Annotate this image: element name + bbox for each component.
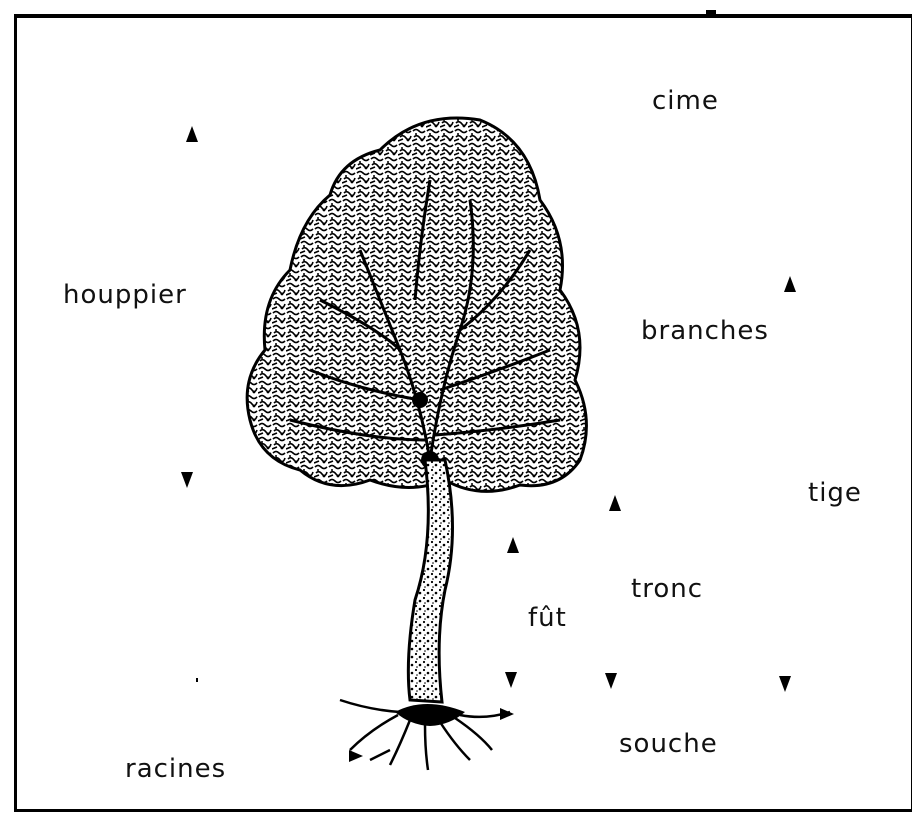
tronc-top-arrow-icon (609, 495, 621, 511)
label-houppier: houppier (63, 280, 187, 310)
tige-top-arrow-icon (784, 276, 796, 292)
label-racines: racines (125, 754, 226, 784)
tree-illustration (230, 100, 610, 780)
houppier-bottom-arrow-icon (181, 472, 193, 488)
fut-top-arrow-icon (507, 537, 519, 553)
tree-crown (247, 118, 586, 491)
label-branches: branches (641, 316, 769, 346)
label-souche: souche (619, 729, 718, 759)
tige-bottom-arrow-icon (779, 676, 791, 692)
tree-trunk (408, 460, 452, 702)
label-tronc: tronc (631, 574, 703, 604)
scan-speck (706, 10, 716, 16)
houppier-top-arrow-icon (186, 126, 198, 142)
frame-edge-gap (912, 0, 918, 816)
label-fut: fût (528, 603, 567, 633)
fut-bottom-arrow-icon (505, 672, 517, 688)
label-tige: tige (808, 478, 862, 508)
racines-arrow-icon (349, 750, 363, 762)
tree-stump (395, 704, 465, 726)
label-cime: cime (652, 86, 719, 116)
scan-speck-2 (196, 678, 198, 682)
tronc-bottom-arrow-icon (605, 673, 617, 689)
souche-arrow-icon (500, 708, 514, 720)
